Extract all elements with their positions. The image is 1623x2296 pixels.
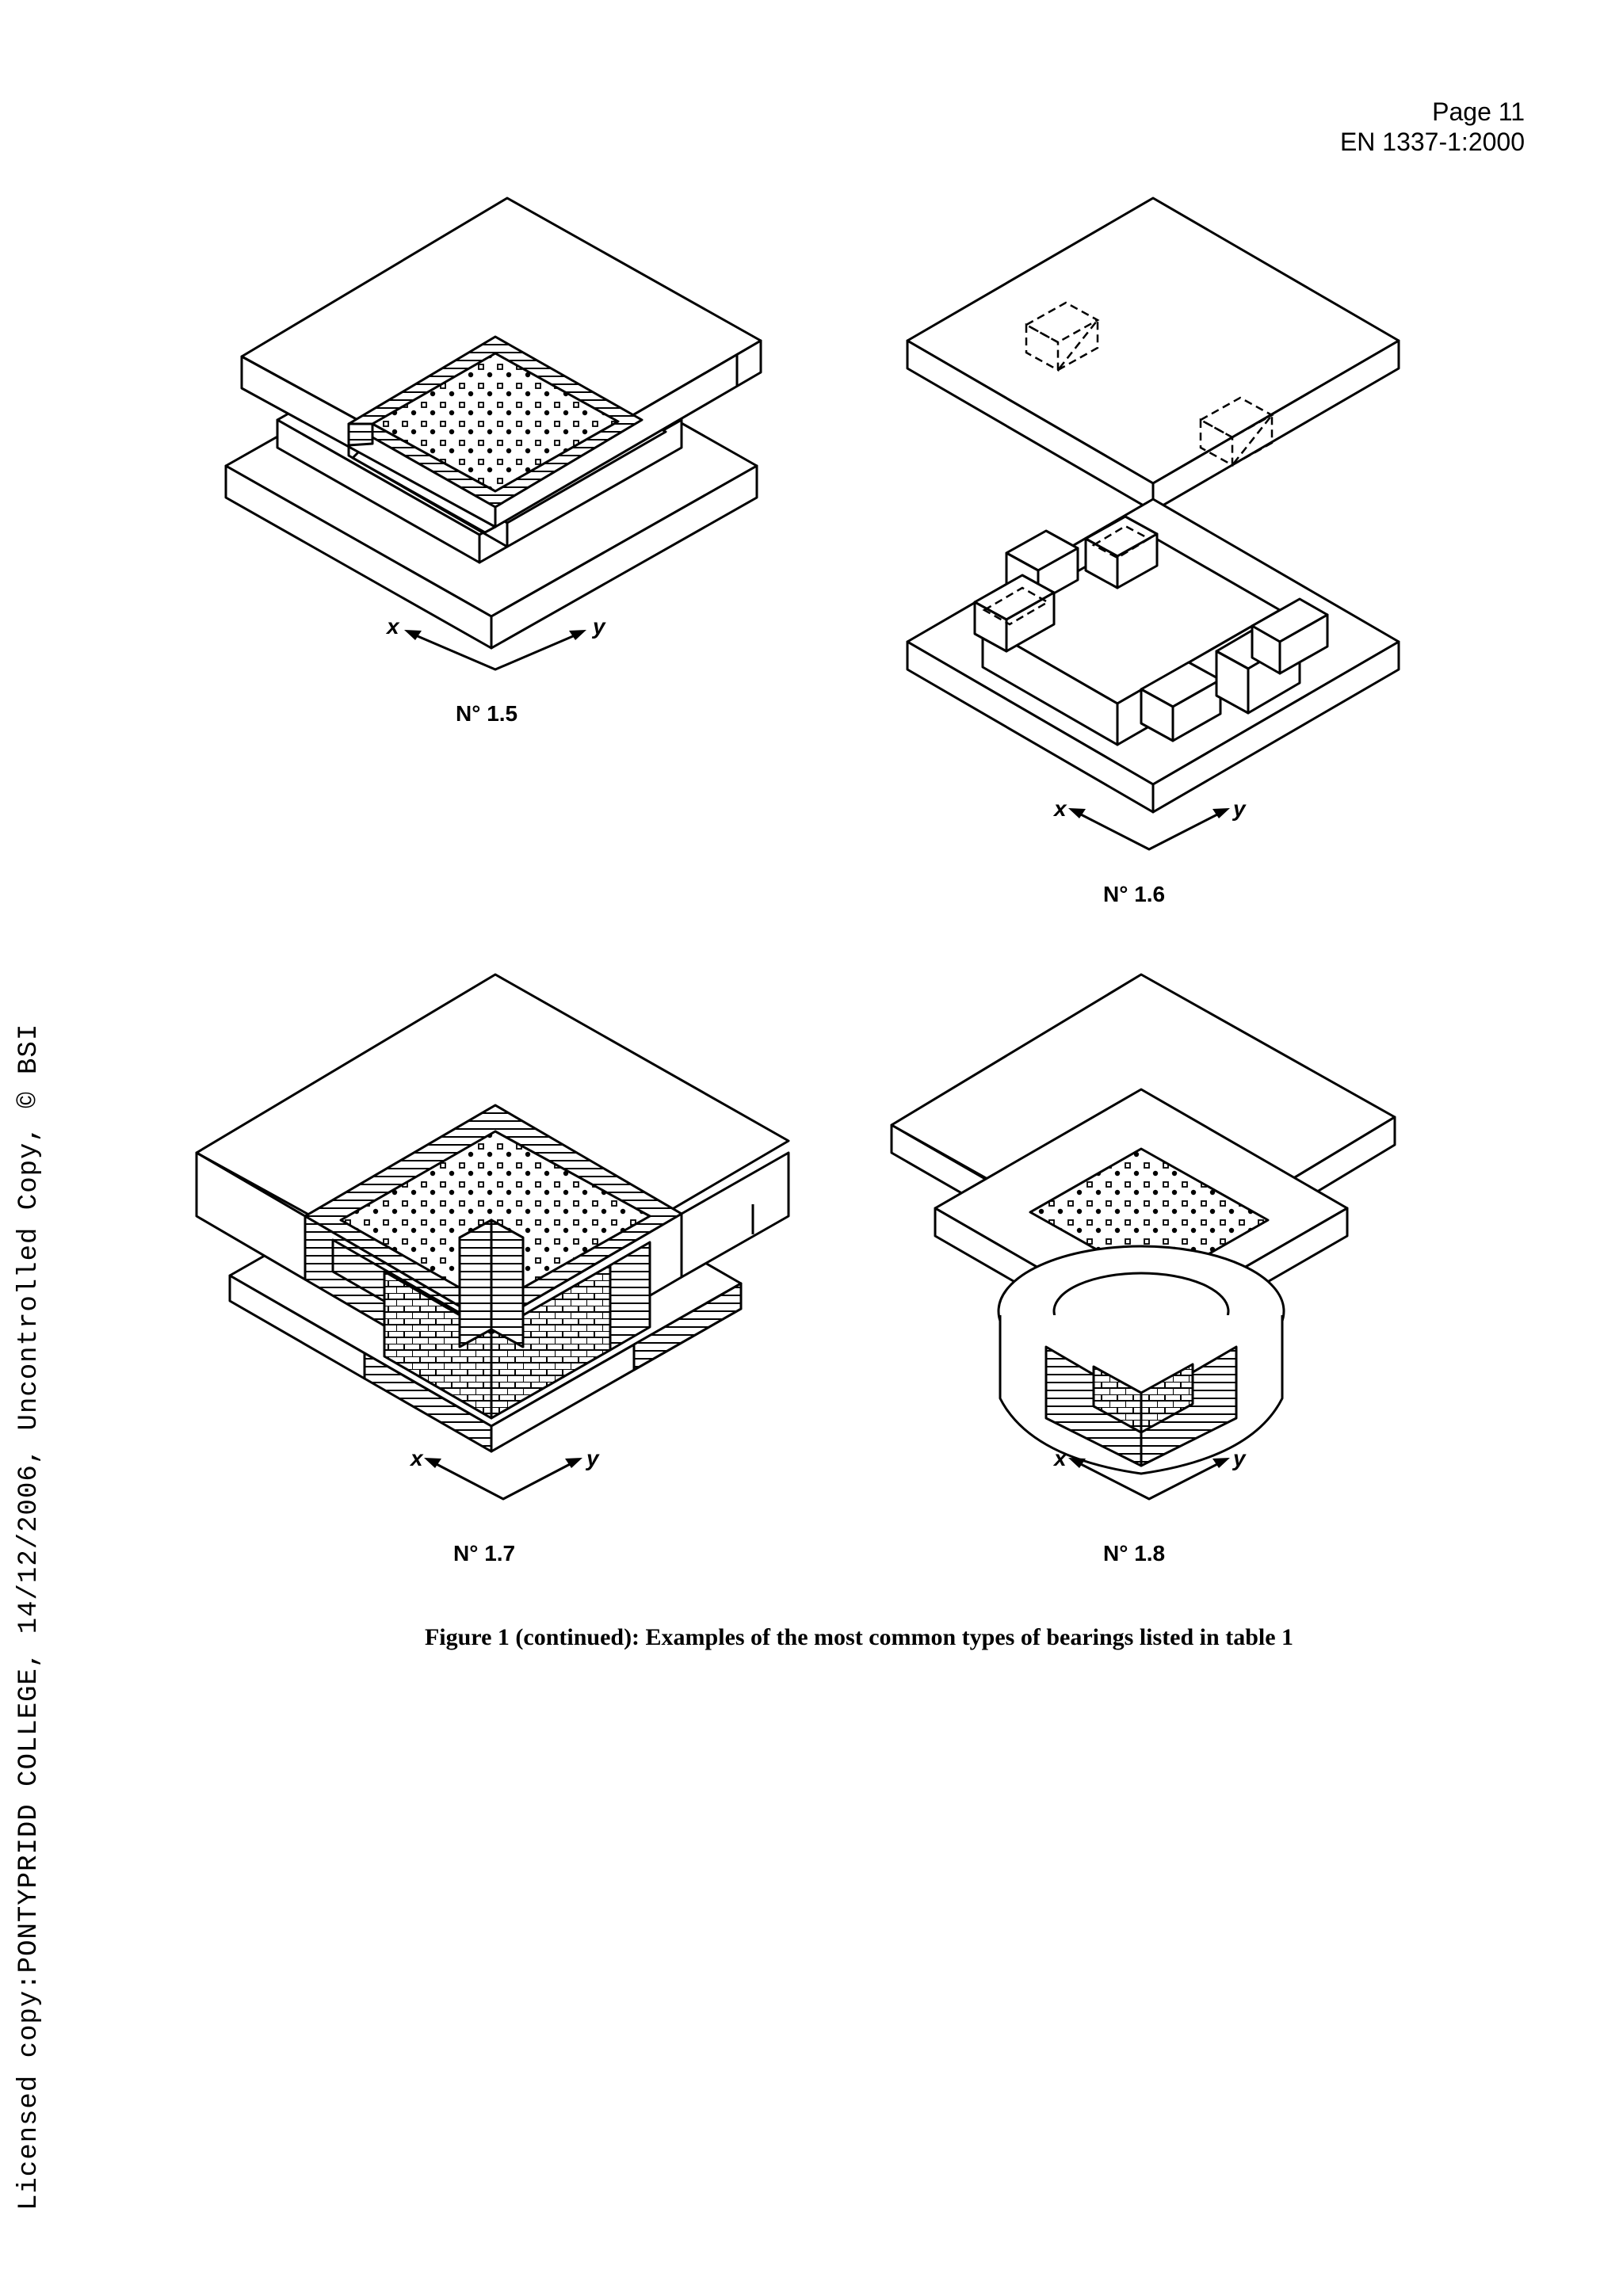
fig16-dashed-keys [1024,301,1274,467]
fig18-y-axis-label: y [1232,1446,1247,1470]
figure-caption: Figure 1 (continued): Examples of the mo… [424,1624,1294,1650]
fig15-label: N° 1.5 [456,701,517,726]
figure-1-6: x y N° 1.6 [906,196,1400,906]
fig15-sliding-material [347,335,643,509]
figure-1-5: x y N° 1.5 [224,196,762,726]
fig16-top-plate [906,196,1400,513]
fig15-x-axis-label: x [385,614,400,639]
fig16-guide-blocks [973,515,1329,742]
fig18-x-axis-label: x [1052,1446,1067,1470]
fig17-x-axis-label: x [409,1446,424,1470]
fig17-cutaway-section [304,1104,683,1326]
fig17-axes: x y [409,1446,600,1501]
fig16-label: N° 1.6 [1103,882,1165,906]
fig18-pot [997,1245,1285,1475]
standard-number: EN 1337-1:2000 [1339,128,1525,156]
fig17-elastomer-core [331,1219,651,1420]
fig17-y-axis-label: y [585,1446,600,1470]
page-header: Page 11 EN 1337-1:2000 [1340,97,1525,157]
page-number: Page 11 [1432,97,1525,126]
fig18-label: N° 1.8 [1103,1541,1165,1566]
fig17-label: N° 1.7 [453,1541,515,1566]
fig16-x-axis-label: x [1052,796,1067,821]
figure-1-8: x y N° 1.8 [890,973,1396,1566]
fig15-axes: x y [385,614,606,671]
fig16-axes: x y [1052,796,1247,851]
fig15-y-axis-label: y [591,614,606,639]
fig16-y-axis-label: y [1232,796,1247,821]
figure-1-7: x y N° 1.7 [195,973,790,1566]
fig18-axes: x y [1052,1446,1247,1501]
